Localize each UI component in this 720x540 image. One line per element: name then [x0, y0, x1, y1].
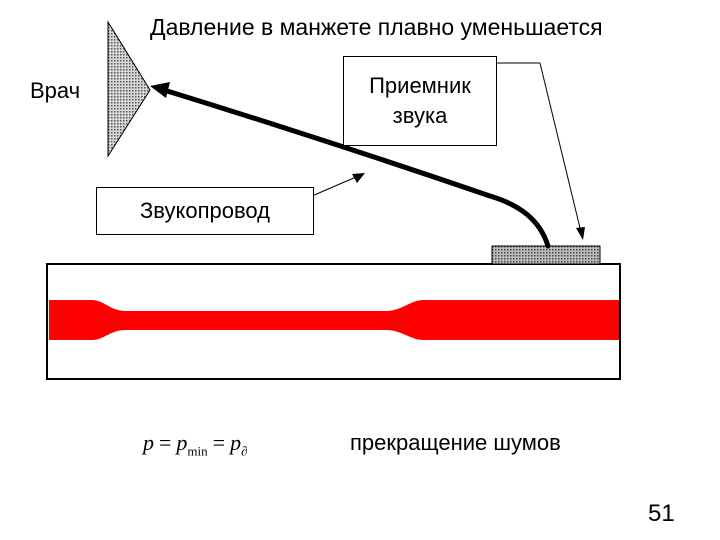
conduit-label: Звукопровод: [139, 198, 270, 223]
formula-p: p: [143, 430, 154, 455]
doctor-ear-icon: [107, 20, 151, 158]
doctor-label: Врач: [30, 78, 81, 103]
receiver-pointer-line-2: [539, 62, 581, 229]
formula-min-sub: min: [187, 443, 208, 459]
noise-stop-label: прекращение шумов: [350, 430, 561, 455]
receiver-label-line2: звука: [392, 103, 448, 128]
conduit-label-box: Звукопровод: [96, 187, 314, 235]
receiver-pointer-arrow: [576, 227, 585, 240]
formula-eq1: =: [159, 430, 172, 455]
formula-eq2: =: [212, 430, 226, 455]
sound-receiver-plate: [491, 245, 601, 265]
receiver-label-line1: Приемник: [369, 73, 471, 98]
conduit-pointer-line: [311, 176, 357, 197]
formula-d-sub: ∂: [241, 443, 248, 459]
formula-p-min: p: [176, 430, 188, 455]
page-number: 51: [648, 500, 675, 527]
sound-conduit-tube: [161, 87, 551, 249]
receiver-label-box: Приемник звука: [343, 56, 497, 146]
formula-p-d: p: [230, 430, 242, 455]
artery: [49, 300, 619, 340]
conduit-arrowhead: [150, 82, 170, 98]
conduit-pointer-arrow: [352, 173, 365, 183]
slide-title: Давление в манжете плавно уменьшается: [150, 14, 603, 40]
pressure-formula: p=pmin=p∂: [143, 430, 248, 459]
